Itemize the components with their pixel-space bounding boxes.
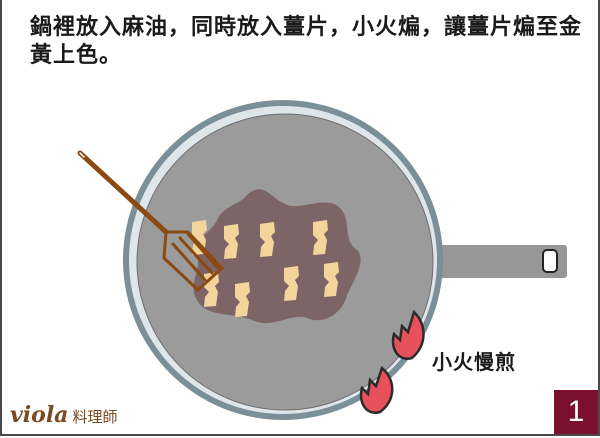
spatula-icon	[77, 150, 225, 293]
brand-name: viola	[10, 402, 69, 428]
brand-subtitle: 料理師	[72, 408, 118, 426]
brand-logo: viola 料理師	[10, 402, 117, 428]
instruction-text: 鍋裡放入麻油，同時放入薑片，小火煸，讓薑片煸至金黃上色。	[30, 15, 583, 68]
heat-level-label: 小火慢煎	[432, 350, 516, 374]
flame-icons	[359, 309, 425, 414]
pan-handle	[407, 245, 567, 278]
step-number-badge: 1	[554, 390, 598, 434]
